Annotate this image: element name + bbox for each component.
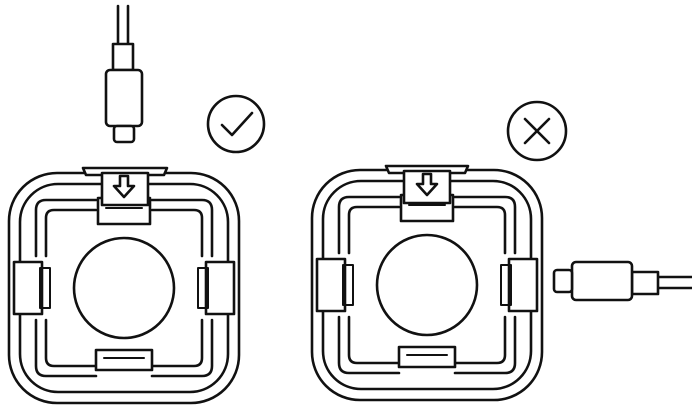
correct-panel	[7, 4, 266, 405]
charging-pad-device	[7, 171, 241, 405]
check-circle-icon	[206, 94, 266, 154]
usb-c-cable-icon	[552, 260, 692, 302]
insert-arrow-icon	[415, 172, 439, 197]
usb-port	[81, 166, 169, 207]
charging-pad-device	[310, 168, 544, 402]
insert-arrow-icon	[112, 174, 136, 199]
usb-port	[384, 164, 470, 205]
usb-c-cable-icon	[104, 4, 144, 144]
cross-circle-icon	[506, 100, 568, 162]
incorrect-panel	[310, 100, 692, 402]
